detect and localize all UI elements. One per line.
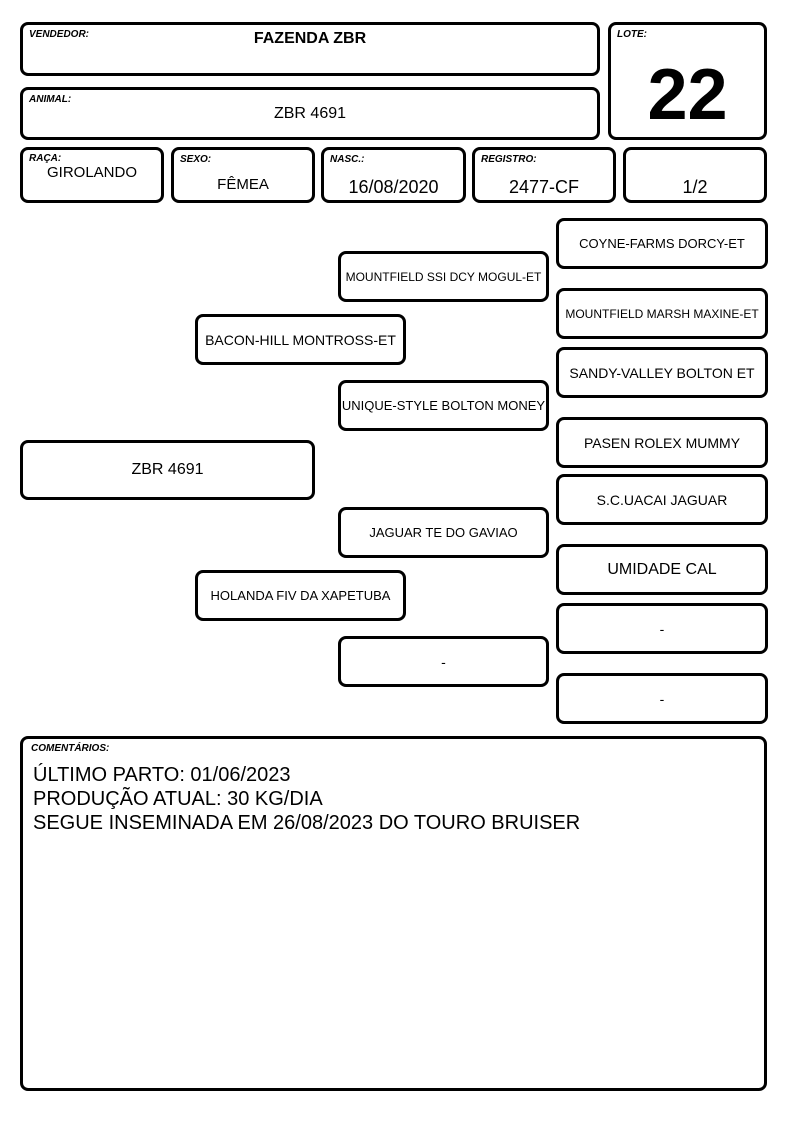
pedigree-sire-sire: MOUNTFIELD SSI DCY MOGUL-ET xyxy=(338,251,549,302)
raca-value: GIROLANDO xyxy=(46,164,137,181)
pedigree-dam: HOLANDA FIV DA XAPETUBA xyxy=(195,570,406,621)
grau-box: 1/2 xyxy=(623,147,767,203)
comments-text: ÚLTIMO PARTO: 01/06/2023 PRODUÇÃO ATUAL:… xyxy=(33,763,754,835)
pedigree-sd-sire: SANDY-VALLEY BOLTON ET xyxy=(556,347,768,398)
animal-value: ZBR 4691 xyxy=(273,105,347,122)
pedigree-dam-sire: JAGUAR TE DO GAVIAO xyxy=(338,507,549,558)
raca-box: RAÇA: GIROLANDO xyxy=(20,147,164,203)
nasc-label: NASC.: xyxy=(330,154,365,165)
pedigree-dam-dam: - xyxy=(338,636,549,687)
lote-number: 22 xyxy=(647,55,728,135)
lote-box: LOTE: 22 xyxy=(608,22,767,140)
animal-box: ANIMAL: ZBR 4691 xyxy=(20,87,600,140)
comments-box: COMENTÁRIOS: ÚLTIMO PARTO: 01/06/2023 PR… xyxy=(20,736,767,1091)
pedigree-dd-sire: - xyxy=(556,603,768,654)
comment-line: SEGUE INSEMINADA EM 26/08/2023 DO TOURO … xyxy=(33,812,581,834)
comments-label: COMENTÁRIOS: xyxy=(31,743,110,754)
registro-value: 2477-CF xyxy=(508,177,580,197)
comment-line: ÚLTIMO PARTO: 01/06/2023 xyxy=(33,764,291,786)
grau-value: 1/2 xyxy=(682,177,708,197)
registro-label: REGISTRO: xyxy=(481,154,537,165)
pedigree-ss-dam: MOUNTFIELD MARSH MAXINE-ET xyxy=(556,288,768,339)
vendedor-value: FAZENDA ZBR xyxy=(253,30,367,47)
pedigree-sd-dam: PASEN ROLEX MUMMY xyxy=(556,417,768,468)
pedigree-ds-dam: UMIDADE CAL xyxy=(556,544,768,595)
raca-label: RAÇA: xyxy=(29,153,62,164)
pedigree-dd-dam: - xyxy=(556,673,768,724)
lote-label: LOTE: xyxy=(617,29,647,40)
pedigree-animal: ZBR 4691 xyxy=(20,440,315,500)
animal-label: ANIMAL: xyxy=(29,94,72,105)
registro-box: REGISTRO: 2477-CF xyxy=(472,147,616,203)
nasc-value: 16/08/2020 xyxy=(348,177,439,197)
sexo-box: SEXO: FÊMEA xyxy=(171,147,315,203)
vendedor-box: VENDEDOR: FAZENDA ZBR xyxy=(20,22,600,76)
nasc-box: NASC.: 16/08/2020 xyxy=(321,147,466,203)
pedigree-sire-dam: UNIQUE-STYLE BOLTON MONEY xyxy=(338,380,549,431)
sexo-label: SEXO: xyxy=(180,154,212,165)
pedigree-sire: BACON-HILL MONTROSS-ET xyxy=(195,314,406,365)
pedigree-ss-sire: COYNE-FARMS DORCY-ET xyxy=(556,218,768,269)
pedigree-ds-sire: S.C.UACAI JAGUAR xyxy=(556,474,768,525)
sexo-value: FÊMEA xyxy=(217,176,269,193)
vendedor-label: VENDEDOR: xyxy=(29,29,90,40)
comment-line: PRODUÇÃO ATUAL: 30 KG/DIA xyxy=(33,788,323,810)
